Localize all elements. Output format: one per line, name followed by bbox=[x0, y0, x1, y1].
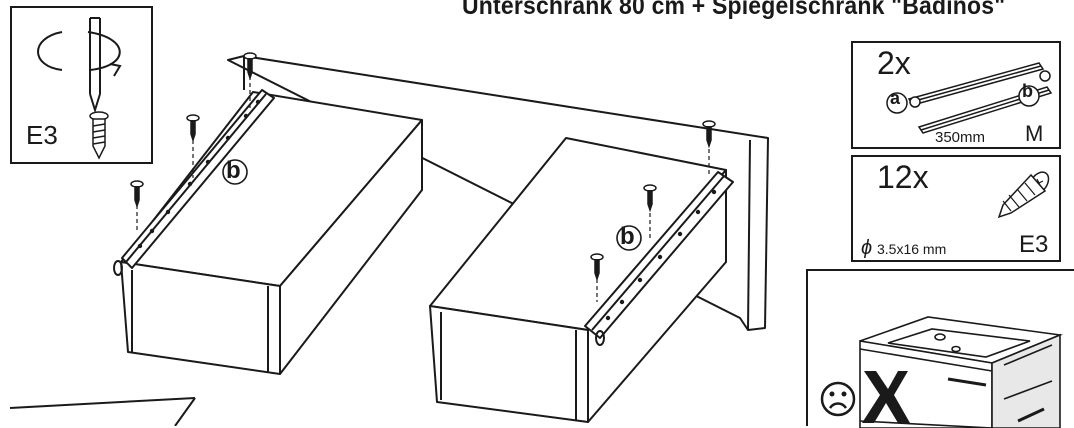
screws-box: 12x ϕ 3.5x16 mm E3 bbox=[851, 155, 1061, 262]
slides-box: 2x a b 350mm M bbox=[851, 41, 1061, 149]
slide-length: 350mm bbox=[935, 129, 986, 146]
part-b-label: b bbox=[1022, 81, 1033, 101]
screw-code: E3 bbox=[1019, 231, 1049, 258]
slide-label-left: b bbox=[226, 157, 241, 184]
screw-icon bbox=[997, 171, 1050, 219]
slide-size: M bbox=[1025, 121, 1044, 146]
screws-qty: 12x bbox=[877, 159, 929, 195]
screw-dimension: 3.5x16 mm bbox=[877, 241, 947, 257]
drawer-slide-icon bbox=[886, 62, 1053, 134]
vanity-cabinet-illustration bbox=[859, 316, 1064, 428]
diameter-symbol: ϕ bbox=[861, 237, 873, 259]
tool-screw-code: E3 bbox=[26, 120, 58, 150]
sad-face-icon bbox=[820, 381, 856, 417]
screw-icon bbox=[89, 111, 109, 160]
slides-qty: 2x bbox=[877, 45, 911, 81]
tool-box: E3 bbox=[10, 6, 153, 164]
part-a-label: a bbox=[890, 88, 901, 108]
screwdriver-icon bbox=[37, 17, 122, 114]
instruction-title: Unterschrank 80 cm + Spiegelschrank "Bad… bbox=[462, 0, 1006, 20]
slide-label-right: b bbox=[620, 223, 635, 250]
wrong-cross-icon bbox=[862, 371, 910, 423]
warning-box bbox=[806, 269, 1074, 428]
